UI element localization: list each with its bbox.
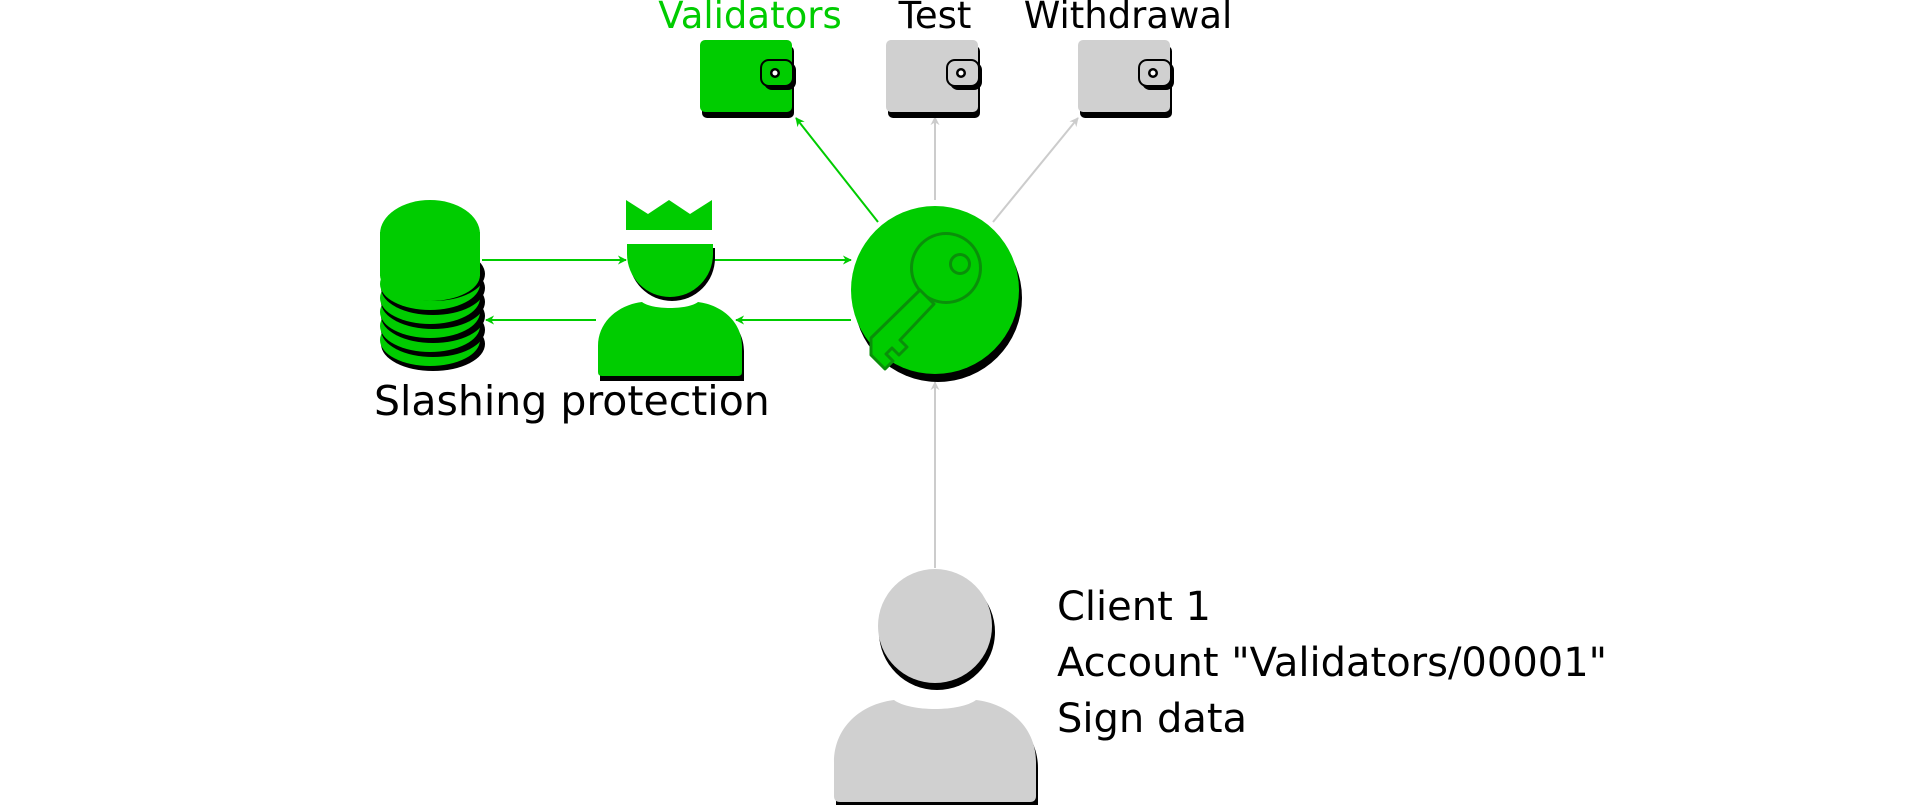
client-name: Client 1 bbox=[1057, 584, 1211, 630]
protection-guard bbox=[598, 200, 744, 381]
wallet-validators: Validators bbox=[658, 0, 842, 118]
crowned-person-icon bbox=[598, 200, 744, 381]
client-action: Sign data bbox=[1057, 696, 1247, 742]
wallet-label-test: Test bbox=[898, 0, 972, 37]
person-icon bbox=[834, 569, 1038, 805]
key-to-validators-arrow bbox=[795, 117, 879, 223]
database-icon bbox=[380, 200, 485, 371]
key-to-withdrawal-arrow bbox=[992, 117, 1079, 223]
client-person bbox=[834, 569, 1038, 805]
wallet-icon bbox=[700, 40, 796, 118]
client-account: Account "Validators/00001" bbox=[1057, 640, 1607, 686]
connectors bbox=[482, 116, 1079, 568]
client-info: Client 1 Account "Validators/00001" Sign… bbox=[1057, 584, 1607, 742]
key-node bbox=[851, 206, 1022, 382]
wallet-label-withdrawal: Withdrawal bbox=[1024, 0, 1233, 37]
wallet-test: Test bbox=[886, 0, 982, 118]
wallet-icon bbox=[1078, 40, 1174, 118]
wallet-withdrawal: Withdrawal bbox=[1024, 0, 1233, 118]
slashing-db bbox=[380, 200, 485, 371]
key-icon bbox=[869, 232, 982, 371]
wallet-icon bbox=[886, 40, 982, 118]
slashing-protection-label: Slashing protection bbox=[374, 377, 770, 425]
wallet-label-validators: Validators bbox=[658, 0, 841, 37]
